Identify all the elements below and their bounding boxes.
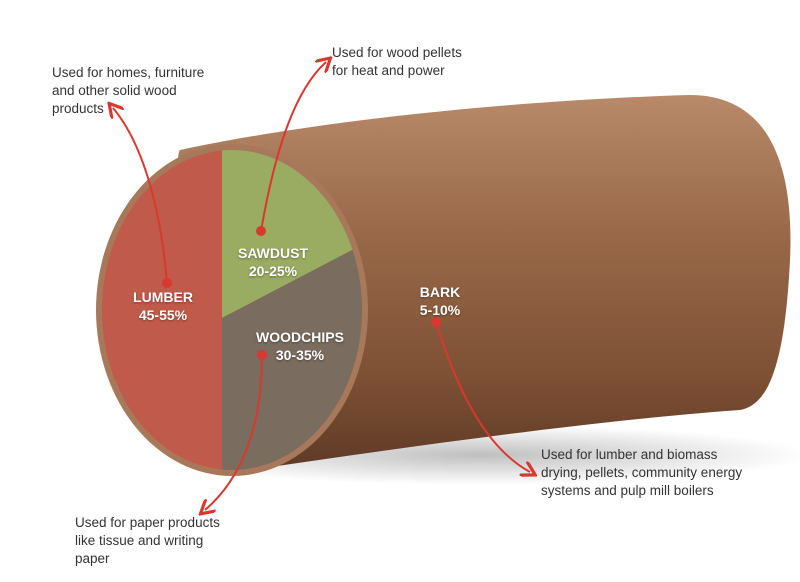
lumber-label: LUMBER 45-55%	[118, 288, 208, 324]
sawdust-note: Used for wood pellets for heat and power	[332, 45, 462, 78]
lumber-dot	[162, 278, 172, 288]
sawdust-arrow	[260, 62, 326, 232]
woodchips-arrow	[205, 354, 263, 510]
lumber-name: LUMBER	[133, 289, 193, 305]
sawdust-range: 20-25%	[248, 263, 298, 279]
bark-note: Used for lumber and biomass drying, pell…	[541, 447, 743, 498]
lumber-note: Used for homes, furniture and other soli…	[52, 65, 205, 116]
lumber-range: 45-55%	[138, 307, 188, 323]
woodchips-name: WOODCHIPS	[256, 329, 344, 345]
woodchips-label: WOODCHIPS 30-35%	[245, 328, 355, 364]
bark-label: BARK 5-10%	[410, 283, 470, 319]
bark-arrow	[435, 321, 530, 472]
sawdust-dot	[256, 226, 266, 236]
bark-range: 5-10%	[419, 302, 461, 318]
bark-name: BARK	[419, 284, 461, 300]
sawdust-label: SAWDUST 20-25%	[228, 244, 318, 280]
woodchips-note: Used for paper products like tissue and …	[75, 515, 220, 566]
woodchips-range: 30-35%	[275, 347, 325, 363]
sawdust-name: SAWDUST	[238, 245, 308, 261]
bark-dot	[431, 317, 441, 327]
woodchips-dot	[257, 350, 267, 360]
lumber-arrow	[113, 108, 168, 284]
